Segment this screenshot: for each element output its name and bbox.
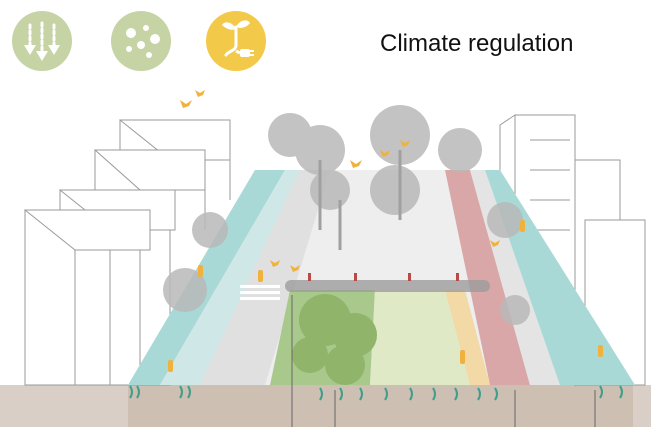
plant-energy-icon: [206, 11, 266, 71]
pedestrians: [168, 220, 603, 372]
page-title: Climate regulation: [380, 30, 574, 57]
crossing-band: [285, 280, 490, 292]
left-buildings: [24, 118, 231, 386]
bike-lane: [445, 170, 530, 385]
left-water-edge: [128, 170, 285, 385]
infiltration-arrows-icon: [12, 11, 72, 71]
birds: [180, 90, 500, 272]
street-section-illustration: [0, 90, 651, 427]
soil-water-symbols: [129, 385, 623, 401]
particles-icon: [111, 11, 171, 71]
foreground-trees: [292, 294, 377, 385]
